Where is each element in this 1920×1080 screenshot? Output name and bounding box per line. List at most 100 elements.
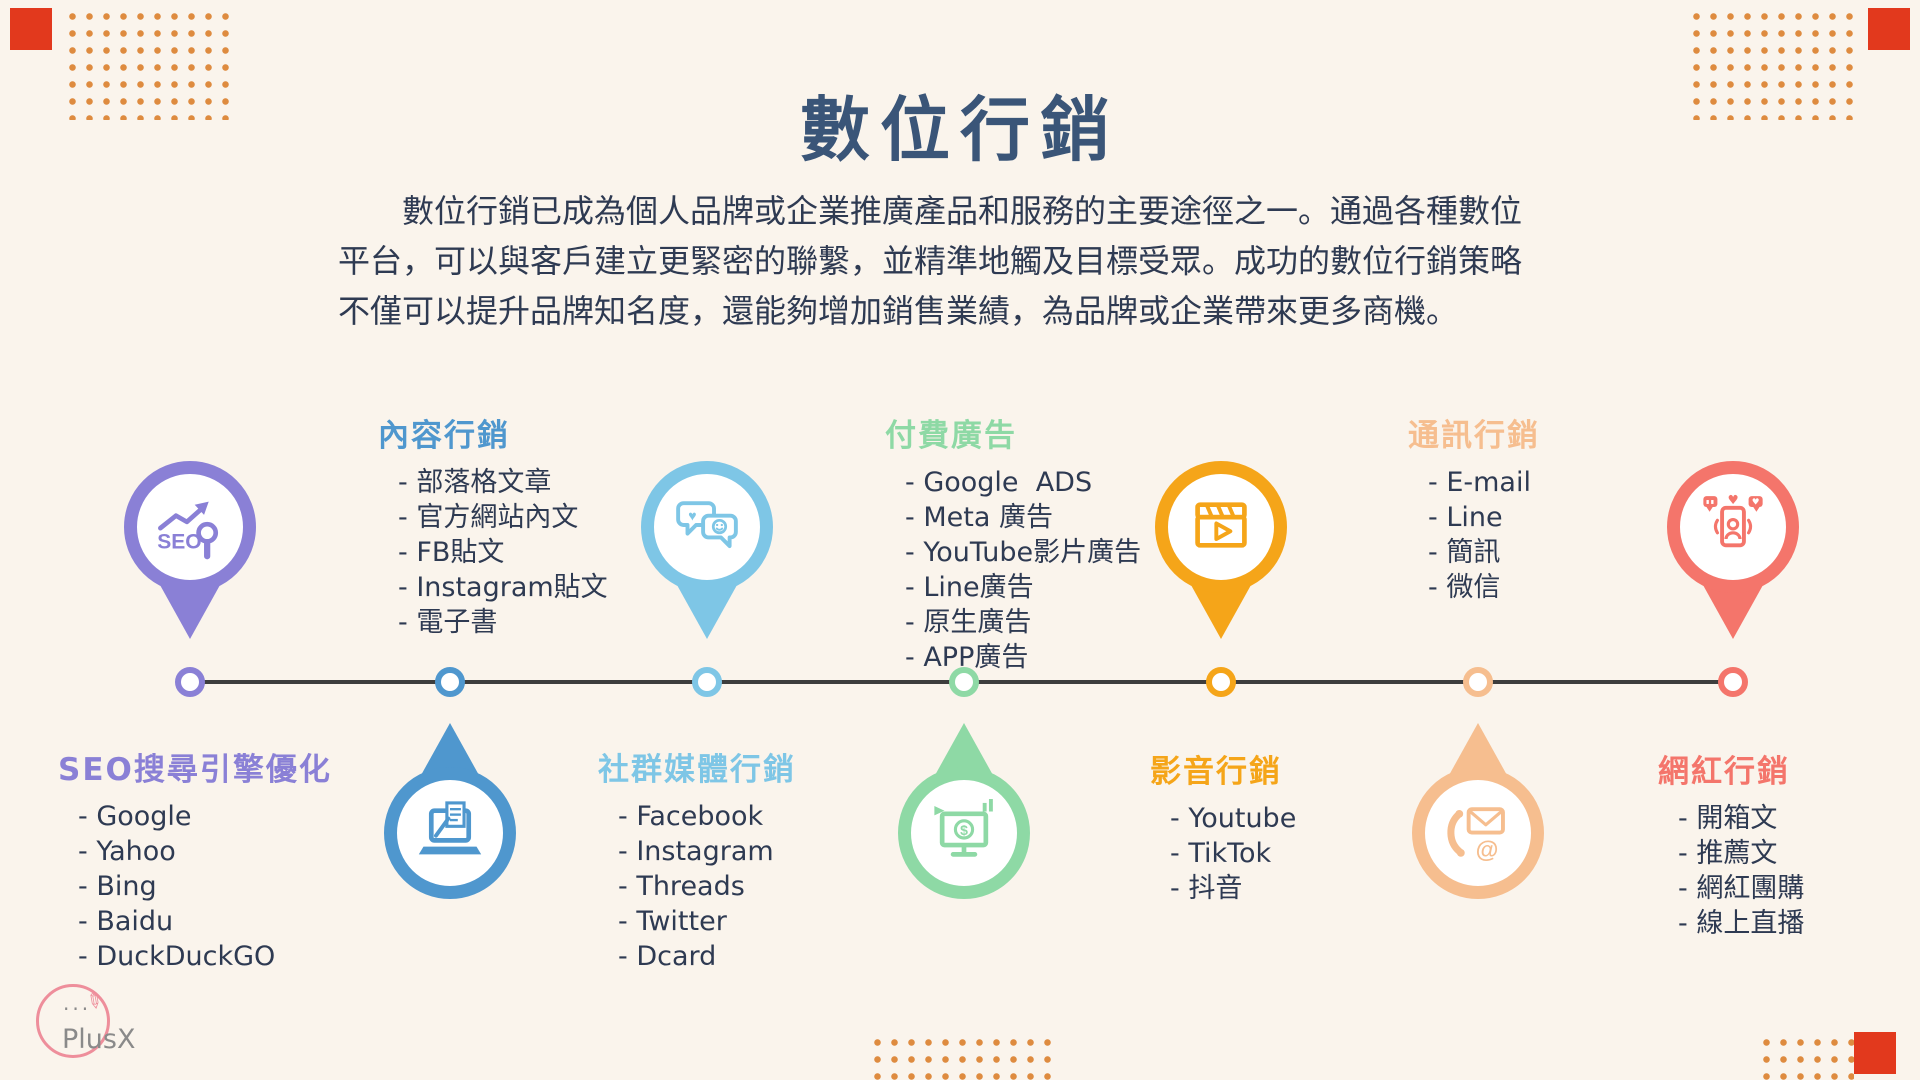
category-list-content: - 部落格文章 - 官方網站內文 - FB貼文 - Instagram貼文 - 電子書 [378,465,608,640]
list-item: - Line [1428,502,1503,533]
dot-grid-bottom-right [1758,1034,1854,1080]
corner-square-bottom-right [1854,1032,1896,1074]
timeline-node-seo [175,667,205,697]
list-item: - 微信 [1428,572,1501,603]
pin-video [1155,461,1287,593]
list-item: - 官方網站內文 [398,502,579,533]
pin-tail-seo [160,585,220,639]
svg-text:♥: ♥ [688,507,696,523]
list-item: - 抖音 [1170,873,1243,904]
category-title-paid-ads: 付費廣告 [885,418,1017,454]
list-item: - 網紅團購 [1678,873,1805,904]
intro-line: 數位行銷已成為個人品牌或企業推廣產品和服務的主要途徑之一。通過各種數位 [402,192,1523,230]
dot-grid-top-right [1688,8,1856,120]
plusx-logo: ... ✎ PlusX [36,984,176,1080]
category-title-influencer: 網紅行銷 [1658,754,1790,790]
category-block-video: 影音行銷 - Youtube - TikTok - 抖音 [1150,746,1296,906]
chat-bubbles-icon: ♥ [668,486,746,568]
category-title-seo: SEO搜尋引擎優化 [58,752,332,788]
pin-tail-social [677,585,737,639]
category-block-messaging: 通訊行銷- E-mail- Line- 簡訊- 微信 [1408,410,1540,605]
list-item: - Threads [618,871,745,902]
list-item: - Google ADS [905,467,1093,498]
intro-paragraph: 數位行銷已成為個人品牌或企業推廣產品和服務的主要途徑之一。通過各種數位 平台，可… [338,186,1608,336]
list-item: - 開箱文 [1678,803,1778,834]
logo-text: PlusX [62,1024,136,1055]
pin-tail-video [1191,585,1251,639]
video-clapper-icon [1182,486,1260,568]
list-item: - 原生廣告 [905,607,1032,638]
list-item: - E-mail [1428,467,1531,498]
list-item: - Baidu [78,906,174,937]
list-item: - YouTube影片廣告 [905,537,1142,568]
category-list-paid-ads: - Google ADS - Meta 廣告 - YouTube影片廣告 - Line… [885,465,1141,675]
seo-chart-magnifier-icon: SEO [151,486,229,568]
corner-square-top-left [10,8,52,50]
list-item: - 線上直播 [1678,908,1805,939]
svg-text:SEO: SEO [157,530,201,553]
category-block-content: 內容行銷- 部落格文章- 官方網站內文- FB貼文- Instagram貼文- … [378,410,608,640]
category-list-messaging: - E-mail - Line - 簡訊 - 微信 [1408,465,1540,605]
influencer-phone-icon: ♥ ♥ [1694,486,1772,568]
laptop-writing-icon [411,792,489,874]
svg-text:♥: ♥ [1728,492,1739,507]
list-item: - 簡訊 [1428,537,1501,568]
list-item: - Instagram貼文 [398,572,608,603]
intro-line: 平台，可以與客戶建立更緊密的聯繫，並精準地觸及目標受眾。成功的數位行銷策略 [338,242,1523,280]
list-item: - Line廣告 [905,572,1034,603]
list-item: - 部落格文章 [398,467,552,498]
svg-text:@: @ [1476,837,1499,863]
svg-text:♥: ♥ [1752,498,1760,508]
pin-influencer: ♥ ♥ [1667,461,1799,593]
list-item: - FB貼文 [398,537,505,568]
dot-grid-top-left [64,8,232,120]
pin-paid-ads: $ [898,767,1030,899]
category-block-influencer: 網紅行銷 - 開箱文 - 推薦文 - 網紅團購 - 線上直播 [1658,746,1804,941]
list-item: - Google [78,801,192,832]
phone-mail-icon: @ [1439,792,1517,874]
list-item: - TikTok [1170,838,1272,869]
list-item: - 電子書 [398,607,498,638]
pin-messaging: @ [1412,767,1544,899]
intro-line: 不僅可以提升品牌知名度，還能夠增加銷售業績，為品牌或企業帶來更多商機。 [338,292,1459,330]
list-item: - Instagram [618,836,774,867]
category-block-seo: SEO搜尋引擎優化 - Google - Yahoo - Bing - Baidu - D… [58,744,332,974]
svg-text:$: $ [960,822,968,838]
list-item: - Facebook [618,801,764,832]
page-title: 數位行銷 [800,88,1120,171]
timeline-node-paid-ads [949,667,979,697]
pin-content [384,767,516,899]
category-title-content: 內容行銷 [378,418,510,454]
timeline-node-messaging [1463,667,1493,697]
pin-social: ♥ [641,461,773,593]
category-title-social: 社群媒體行銷 [598,752,796,788]
list-item: - 推薦文 [1678,838,1778,869]
list-item: - DuckDuckGO [78,941,276,972]
category-block-paid-ads: 付費廣告- Google ADS- Meta 廣告- YouTube影片廣告- … [885,410,1141,675]
category-title-video: 影音行銷 [1150,754,1282,790]
list-item: - Yahoo [78,836,176,867]
list-item: - APP廣告 [905,642,1029,673]
corner-square-top-right [1868,8,1910,50]
list-item: - Youtube [1170,803,1297,834]
list-item: - Bing [78,871,157,902]
list-item: - Dcard [618,941,717,972]
timeline-node-influencer [1718,667,1748,697]
logo-dots: ... [63,991,92,1015]
list-item: - Meta 廣告 [905,502,1053,533]
ads-monitor-icon: $ [925,792,1003,874]
logo-circle: ... ✎ [36,984,110,1058]
category-list-video: - Youtube - TikTok - 抖音 [1150,801,1296,906]
pin-tail-influencer [1703,585,1763,639]
category-block-social: 社群媒體行銷 - Facebook - Instagram - Threads - Tw… [598,744,796,974]
category-list-influencer: - 開箱文 - 推薦文 - 網紅團購 - 線上直播 [1658,801,1804,941]
category-list-social: - Facebook - Instagram - Threads - Twitter -… [598,799,796,974]
category-list-seo: - Google - Yahoo - Bing - Baidu - DuckDuckGO [58,799,332,974]
list-item: - Twitter [618,906,727,937]
timeline-node-content [435,667,465,697]
timeline-node-video [1206,667,1236,697]
pin-seo: SEO [124,461,256,593]
timeline-node-social [692,667,722,697]
dot-grid-bottom-center [869,1034,1059,1080]
